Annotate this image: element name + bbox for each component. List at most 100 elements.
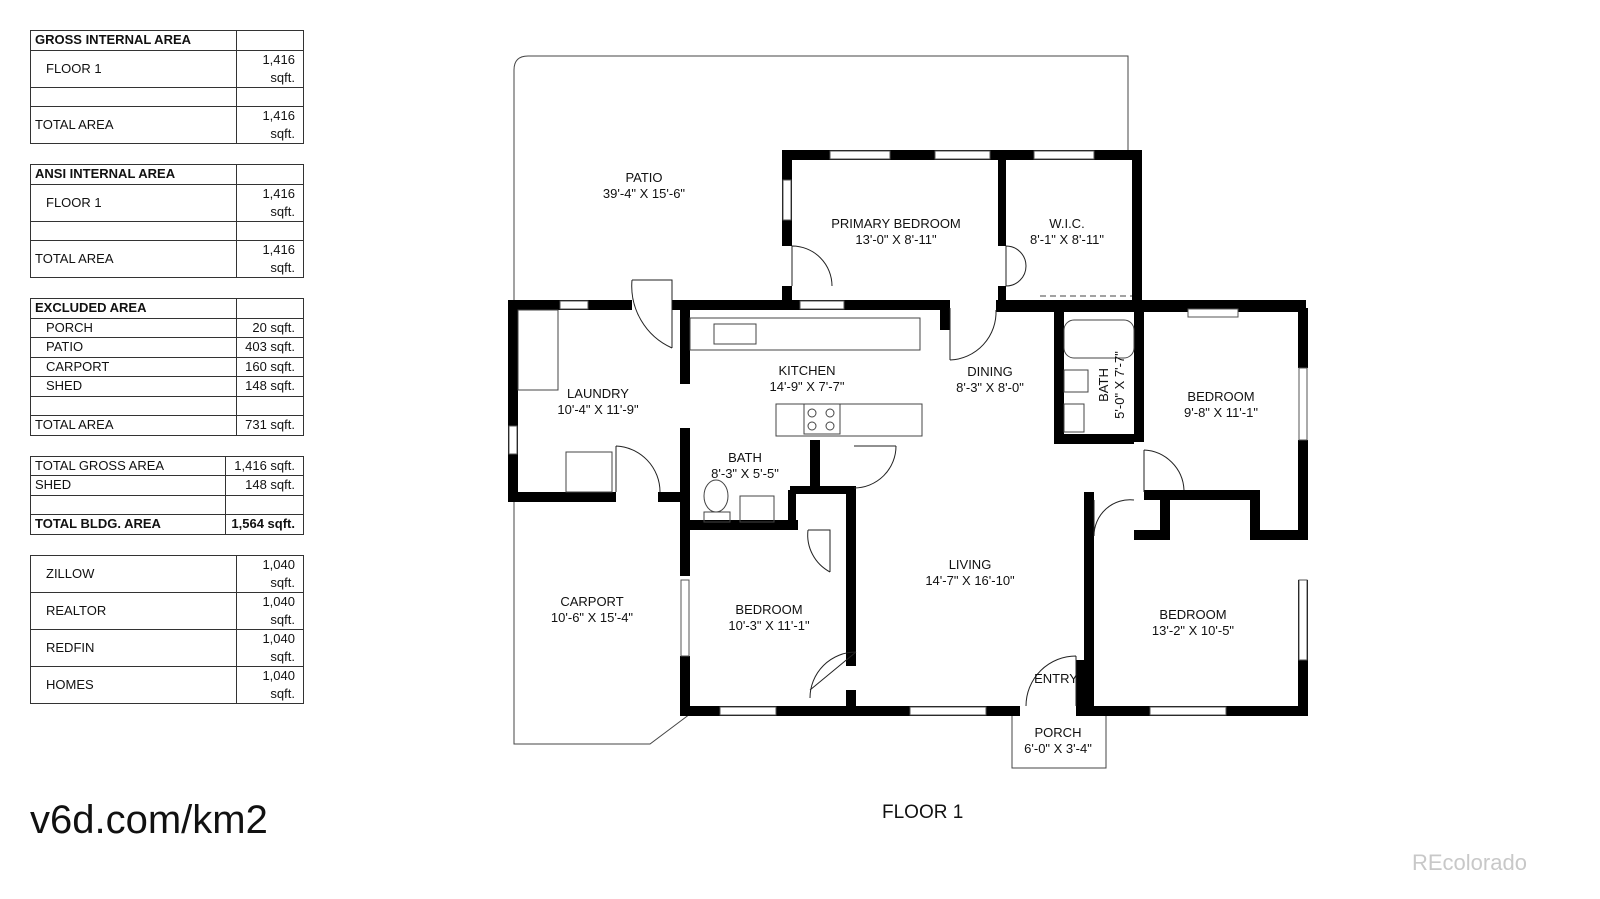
table-row — [30, 494, 304, 515]
bathtub — [1063, 319, 1135, 359]
room-laundry-name: LAUNDRY — [567, 386, 629, 401]
room-bedroom-ne-name: BEDROOM — [1187, 389, 1254, 404]
row-value: 1,416 sqft. — [236, 183, 304, 222]
bath-sink-main — [739, 495, 775, 523]
kitchen-counter-south — [775, 403, 923, 437]
patio-outline — [513, 55, 1129, 300]
room-bedroom-se-name: BEDROOM — [1159, 607, 1226, 622]
room-bedroom-sw-name: BEDROOM — [735, 602, 802, 617]
door-bedroom-ne — [1143, 449, 1185, 492]
row-label: FLOOR 1 — [30, 49, 237, 88]
toilet-main — [703, 479, 729, 513]
table-header-cell: ANSI INTERNAL AREA — [30, 164, 237, 185]
doors — [615, 245, 1185, 707]
table-header-row: GROSS INTERNAL AREA — [30, 30, 304, 51]
porch-outline — [1011, 714, 1107, 769]
table-header-row: ANSI INTERNAL AREA — [30, 164, 304, 185]
fixtures — [517, 295, 1135, 523]
row-value: 1,416 sqft. — [236, 240, 304, 278]
room-patio-name: PATIO — [625, 170, 662, 185]
row-value: 20 sqft. — [236, 317, 304, 338]
door-closet-se — [1093, 499, 1135, 537]
room-porch-name: PORCH — [1035, 725, 1082, 740]
windows — [508, 150, 1308, 716]
row-label: TOTAL BLDG. AREA — [30, 514, 226, 535]
bath-sink-side — [1063, 369, 1089, 393]
row-value: 1,416 sqft. — [236, 106, 304, 144]
laundry-shelf — [517, 309, 559, 391]
kitchen-sink — [713, 323, 757, 345]
kitchen-counter-north — [689, 317, 921, 351]
brand-watermark: REcolorado — [1412, 850, 1527, 875]
room-patio-dim: 39'-4" X 15'-6" — [603, 186, 686, 201]
row-label: FLOOR 1 — [30, 183, 237, 222]
row-label: TOTAL AREA — [30, 240, 237, 278]
door-bedroom-sw-closet — [807, 529, 831, 573]
url-text[interactable]: v6d.com/km2 — [30, 798, 268, 842]
room-bath-main-dim: 8'-3" X 5'-5" — [711, 466, 779, 481]
row-value: 731 sqft. — [236, 415, 304, 436]
door-primary — [791, 245, 833, 287]
row-value: 160 sqft. — [236, 356, 304, 377]
room-carport-dim: 10'-6" X 15'-4" — [551, 610, 634, 625]
door-laundry-south — [615, 445, 661, 493]
table-row — [30, 86, 304, 107]
room-porch-dim: 6'-0" X 3'-4" — [1024, 741, 1092, 756]
stove — [803, 403, 841, 435]
room-entry-name: ENTRY — [1034, 671, 1078, 686]
room-bedroom-sw-dim: 10'-3" X 11'-1" — [728, 618, 810, 633]
row-value: 1,040 sqft. — [236, 665, 304, 704]
room-laundry-dim: 10'-4" X 11'-9" — [557, 402, 639, 417]
row-value: 148 sqft. — [225, 475, 304, 496]
washer — [565, 451, 613, 493]
room-bedroom-ne-dim: 9'-8" X 11'-1" — [1184, 405, 1258, 420]
door-laundry-north — [631, 279, 673, 349]
room-wic-dim: 8'-1" X 8'-11" — [1030, 232, 1104, 247]
room-bath-side-dim: 5'-0" X 7'-7" — [1112, 351, 1127, 419]
row-label: TOTAL AREA — [30, 106, 237, 144]
floor-label: FLOOR 1 — [882, 802, 964, 823]
room-bedroom-se-dim: 13'-2" X 10'-5" — [1152, 623, 1235, 638]
toilet-side — [1063, 403, 1085, 433]
room-bath-side-name: BATH — [1096, 368, 1111, 402]
room-living-name: LIVING — [949, 557, 992, 572]
room-kitchen-name: KITCHEN — [778, 363, 835, 378]
row-label: ZILLOW — [30, 554, 237, 593]
room-dining-dim: 8'-3" X 8'-0" — [956, 380, 1024, 395]
door-bath — [853, 445, 897, 489]
room-wic-name: W.I.C. — [1049, 216, 1084, 231]
door-wic — [1005, 245, 1027, 287]
room-primary-bedroom-name: PRIMARY BEDROOM — [831, 216, 961, 231]
room-living-dim: 14'-7" X 16'-10" — [925, 573, 1015, 588]
table-row — [30, 395, 304, 416]
row-value: 1,040 sqft. — [236, 628, 304, 667]
room-carport-name: CARPORT — [560, 594, 623, 609]
row-value: 1,564 sqft. — [225, 514, 304, 535]
row-value: 1,040 sqft. — [236, 554, 304, 593]
carport-outline — [513, 500, 691, 745]
door-bedroom-sw — [809, 651, 857, 699]
door-dining — [949, 308, 997, 361]
room-kitchen-dim: 14'-9" X 7'-7" — [770, 379, 845, 394]
row-value: 1,416 sqft. — [236, 49, 304, 88]
row-label: PATIO — [30, 337, 237, 358]
room-primary-bedroom-dim: 13'-0" X 8'-11" — [855, 232, 937, 247]
row-label: CARPORT — [30, 356, 237, 377]
door-entry — [1025, 655, 1077, 707]
